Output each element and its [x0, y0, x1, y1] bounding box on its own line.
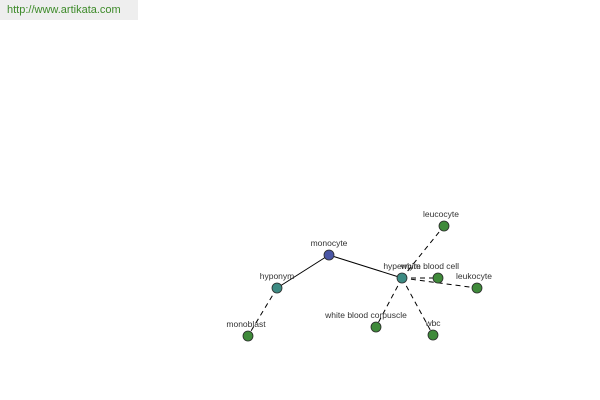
node-label-hypernym[interactable]: hypernym — [383, 261, 420, 271]
node-label-monocyte[interactable]: monocyte — [311, 238, 348, 248]
edge-hypernym-to-leucocyte — [401, 225, 445, 279]
graph-labels: monocyte hyponym hypernym monoblast leucocyt… — [226, 209, 492, 329]
node-label-white_blood_corpuscle[interactable]: white blood corpuscle — [324, 310, 407, 320]
node-label-monoblast[interactable]: monoblast — [226, 319, 266, 329]
url-bar: http://www.artikata.com — [0, 0, 138, 20]
site-url-link[interactable]: http://www.artikata.com — [7, 4, 121, 16]
node-wbc[interactable] — [427, 329, 439, 341]
node-hypernym[interactable] — [396, 272, 408, 284]
node-label-wbc[interactable]: wbc — [424, 318, 441, 328]
node-hyponym[interactable] — [271, 282, 283, 294]
node-leucocyte[interactable] — [438, 220, 450, 232]
node-monocyte[interactable] — [323, 249, 335, 261]
edge-hyponym-to-monoblast — [247, 287, 278, 337]
graph-edges — [247, 225, 478, 337]
edge-monocyte-to-hyponym — [276, 254, 330, 289]
node-label-white_blood_cell[interactable]: white blood cell — [400, 261, 459, 271]
edge-hypernym-to-wbc — [401, 277, 434, 336]
edge-monocyte-to-hypernym — [328, 254, 403, 279]
node-label-hyponym[interactable]: hyponym — [260, 271, 295, 281]
edge-hypernym-to-white_blood_corpuscle — [375, 277, 403, 328]
node-leukocyte[interactable] — [471, 282, 483, 294]
graph-nodes — [242, 220, 483, 342]
node-label-leucocyte[interactable]: leucocyte — [423, 209, 459, 219]
node-label-leukocyte[interactable]: leukocyte — [456, 271, 492, 281]
node-monoblast[interactable] — [242, 330, 254, 342]
node-white_blood_cell[interactable] — [432, 272, 444, 284]
node-white_blood_corpuscle[interactable] — [370, 321, 382, 333]
